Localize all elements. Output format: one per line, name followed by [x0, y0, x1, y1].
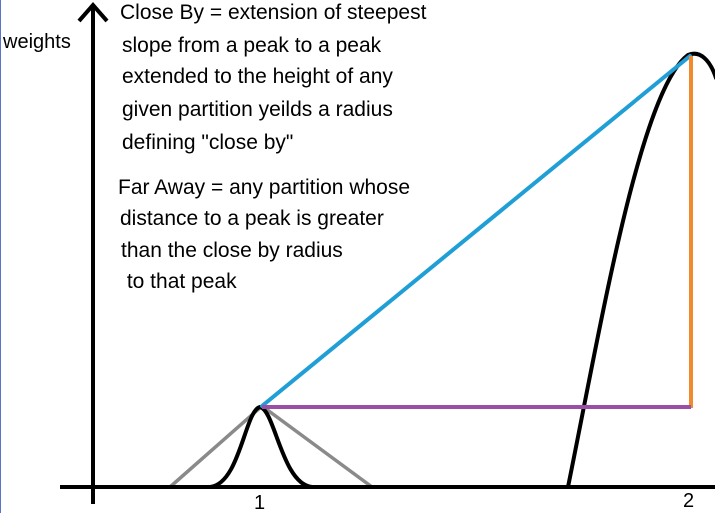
close-by-text-line: defining "close by": [122, 131, 294, 154]
close-by-text-line: given partition yeilds a radius: [122, 98, 393, 121]
cone-left-line: [168, 404, 264, 489]
peak-2-curve: [566, 51, 715, 489]
left-border: [0, 0, 1, 513]
close-by-text-line: slope from a peak to a peak: [122, 34, 382, 57]
close-by-text-line: extended to the height of any: [122, 65, 393, 88]
y-axis-label: weights: [3, 31, 71, 53]
close-by-text-line: Close By = extension of steepest: [120, 1, 427, 24]
x-tick-label: 1: [254, 492, 266, 513]
cone-right-line: [260, 404, 374, 489]
far-away-text-line: Far Away = any partition whose: [118, 176, 411, 199]
peak-1-curve: [208, 404, 314, 489]
far-away-text-line: to that peak: [121, 270, 237, 293]
steepest-slope-line: [260, 54, 692, 408]
far-away-text-line: distance to a peak is greater: [120, 207, 384, 230]
x-tick-label: 2: [683, 490, 695, 512]
y-axis-arrowhead: [77, 1, 109, 23]
far-away-text-line: than the close by radius: [121, 239, 343, 262]
